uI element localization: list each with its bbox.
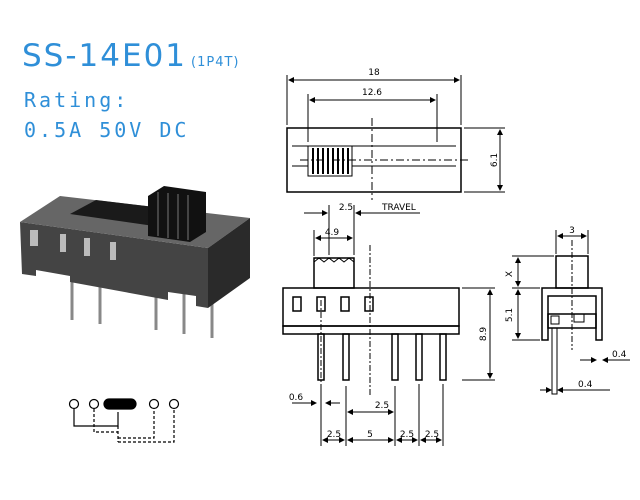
dim-pitch-4: 2.5	[425, 430, 439, 440]
dim-side-pin-thickness: 0.4	[612, 350, 627, 360]
pole-config: (1P4T)	[191, 55, 240, 70]
switch-illustration	[20, 186, 250, 338]
schematic-symbol	[68, 398, 180, 443]
rating-value: 0.5A 50V DC	[24, 118, 190, 142]
model-title: SS-14E01(1P4T)	[22, 38, 240, 74]
top-view	[286, 75, 505, 200]
dim-side-height: 5.1	[505, 308, 515, 322]
dim-body-height: 8.9	[479, 327, 489, 342]
dim-side-actuator-width: 3	[569, 226, 575, 236]
rating-label: Rating:	[24, 88, 130, 112]
dim-actuator-width: 4.9	[325, 228, 340, 238]
dim-side-pin-thickness-2: 0.4	[578, 380, 593, 390]
front-view	[282, 205, 495, 446]
dim-pitch-1: 2.5	[327, 430, 341, 440]
side-view	[512, 230, 630, 395]
dim-inner-width: 12.6	[362, 88, 382, 98]
dim-side-x: X	[505, 271, 515, 277]
dim-total-width: 18	[368, 68, 380, 78]
dim-pin-inner-spacing: 2.5	[375, 401, 389, 411]
dim-pitch-3: 2.5	[400, 430, 414, 440]
dim-pin-width: 0.6	[289, 393, 304, 403]
model-number: SS-14E01	[22, 38, 188, 74]
dim-travel-value: 2.5	[339, 203, 353, 213]
dim-top-height: 6.1	[490, 153, 500, 167]
dim-travel-label: TRAVEL	[381, 203, 416, 213]
dim-pitch-2: 5	[367, 430, 373, 440]
